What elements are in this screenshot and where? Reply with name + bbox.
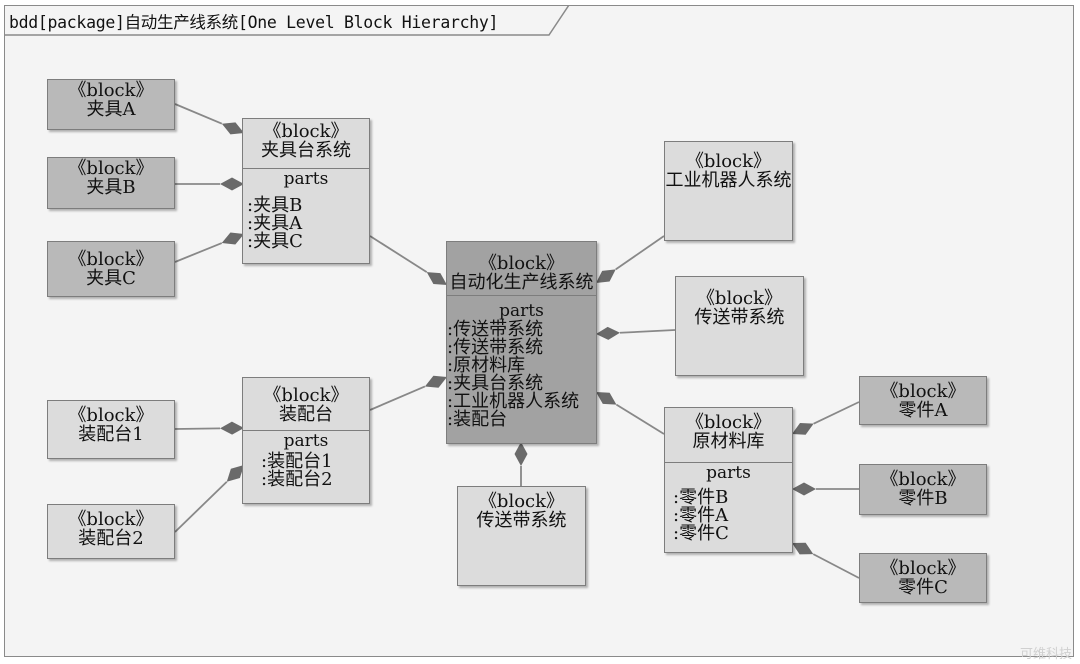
composition-diamond-icon xyxy=(220,177,244,191)
block-jiajutai-system[interactable]: 《block》夹具台系统 parts :夹具B :夹具A :夹具C xyxy=(242,118,370,264)
composition-line xyxy=(619,329,676,334)
part-item: :夹具A xyxy=(247,213,303,234)
block-name: 零件A xyxy=(898,400,948,421)
block-zhuangpei-1[interactable]: 《block》装配台1 xyxy=(47,400,175,459)
parts-title: parts xyxy=(706,463,751,483)
block-name: 零件C xyxy=(898,577,948,598)
block-name: 夹具C xyxy=(86,268,136,289)
composition-diamond-icon xyxy=(426,272,447,285)
block-zhuangpei-2[interactable]: 《block》装配台2 xyxy=(47,504,175,559)
block-stereotype: 《block》 xyxy=(68,509,154,530)
block-jiaju-b[interactable]: 《block》夹具B xyxy=(47,157,175,209)
part-item: :传送带系统 xyxy=(447,337,544,358)
composition-line xyxy=(812,553,860,579)
block-jiaju-a[interactable]: 《block》夹具A xyxy=(47,79,175,130)
part-item: :原材料库 xyxy=(447,355,526,376)
composition-line xyxy=(615,403,665,435)
block-stereotype: 《block》 xyxy=(880,381,966,402)
composition-diamond-icon xyxy=(221,122,244,135)
parts-compartment: parts :装配台1 :装配台2 xyxy=(243,430,369,489)
parts-title: parts xyxy=(499,301,544,321)
part-item: :传送带系统 xyxy=(447,319,544,340)
block-name: 装配台2 xyxy=(78,528,144,549)
composition-diamond-icon xyxy=(221,232,244,245)
block-industrial-robot-system[interactable]: 《block》工业机器人系统 xyxy=(664,141,793,241)
composition-diamond-icon xyxy=(220,421,244,435)
block-part-b[interactable]: 《block》零件B xyxy=(859,464,987,515)
parts-title: parts xyxy=(283,431,329,451)
parts-compartment: parts :夹具B :夹具A :夹具C xyxy=(243,168,369,251)
composition-line xyxy=(174,242,223,263)
block-stereotype: 《block》 xyxy=(685,412,772,433)
composition-line xyxy=(615,235,665,271)
block-zhuangpeitai[interactable]: 《block》装配台 parts :装配台1 :装配台2 xyxy=(242,377,370,504)
composition-line xyxy=(174,103,223,125)
part-item: :装配台 xyxy=(447,409,508,430)
block-part-c[interactable]: 《block》零件C xyxy=(859,553,987,603)
block-stereotype: 《block》 xyxy=(478,253,565,274)
frame-title-tab xyxy=(4,5,570,36)
composition-line xyxy=(813,401,860,425)
block-name: 工业机器人系统 xyxy=(665,170,792,191)
composition-diamond-icon xyxy=(792,482,816,496)
part-item: :零件B xyxy=(673,487,729,508)
composition-diamond-icon xyxy=(596,269,616,283)
frame-title: bdd[package]自动生产线系统[One Level Block Hier… xyxy=(9,13,499,32)
block-name: 夹具B xyxy=(86,177,136,198)
part-item: :夹具C xyxy=(247,231,303,252)
block-stereotype: 《block》 xyxy=(263,385,349,406)
block-name: 夹具A xyxy=(86,99,136,120)
part-item: :夹具B xyxy=(247,195,303,216)
part-item: :零件A xyxy=(673,505,729,526)
block-stereotype: 《block》 xyxy=(696,288,783,309)
block-part-a[interactable]: 《block》零件A xyxy=(859,376,987,425)
parts-compartment: parts :传送带系统 :传送带系统 :原材料库 :夹具台系统 :工业机器人系… xyxy=(447,295,596,429)
block-name: 装配台1 xyxy=(78,424,144,445)
block-name: 自动化生产线系统 xyxy=(449,272,594,293)
block-stereotype: 《block》 xyxy=(68,80,154,101)
block-jiaju-c[interactable]: 《block》夹具C xyxy=(47,241,175,297)
block-name: 传送带系统 xyxy=(694,307,785,328)
block-stereotype: 《block》 xyxy=(68,405,154,426)
composition-line xyxy=(369,385,426,411)
block-stereotype: 《block》 xyxy=(880,558,966,579)
composition-diamond-icon xyxy=(596,326,620,340)
block-conveyor-right[interactable]: 《block》传送带系统 xyxy=(675,276,804,376)
part-item: :夹具台系统 xyxy=(447,373,544,394)
block-name: 传送带系统 xyxy=(476,510,567,531)
block-stereotype: 《block》 xyxy=(685,151,772,172)
composition-diamond-icon xyxy=(792,422,814,435)
block-raw-material-store[interactable]: 《block》原材料库 parts :零件B :零件A :零件C xyxy=(664,407,793,553)
composition-line xyxy=(174,481,228,533)
block-name: 零件B xyxy=(898,488,948,509)
parts-title: parts xyxy=(283,169,329,189)
composition-line xyxy=(369,235,428,273)
composition-diamond-icon xyxy=(514,442,528,466)
block-conveyor-bottom[interactable]: 《block》传送带系统 xyxy=(457,486,586,586)
part-item: :装配台1 xyxy=(261,451,333,472)
composition-diamond-icon xyxy=(226,465,244,482)
block-automated-line-system[interactable]: 《block》自动化生产线系统 parts :传送带系统 :传送带系统 :原材料… xyxy=(446,241,597,444)
block-stereotype: 《block》 xyxy=(68,158,154,179)
block-stereotype: 《block》 xyxy=(68,249,154,270)
composition-diamond-icon xyxy=(424,375,447,388)
block-stereotype: 《block》 xyxy=(880,469,966,490)
part-item: :零件C xyxy=(673,523,729,544)
composition-line xyxy=(174,427,221,430)
part-item: :装配台2 xyxy=(261,469,333,490)
composition-diamond-icon xyxy=(792,542,814,555)
part-item: :工业机器人系统 xyxy=(447,391,580,412)
block-name: 夹具台系统 xyxy=(261,140,351,161)
parts-compartment: parts :零件B :零件A :零件C xyxy=(665,462,792,543)
watermark: 可维科技 xyxy=(1019,647,1072,662)
block-name: 原材料库 xyxy=(692,431,765,452)
block-name: 装配台 xyxy=(279,404,333,425)
block-stereotype: 《block》 xyxy=(478,491,565,512)
composition-diamond-icon xyxy=(596,392,617,405)
block-stereotype: 《block》 xyxy=(263,121,349,142)
